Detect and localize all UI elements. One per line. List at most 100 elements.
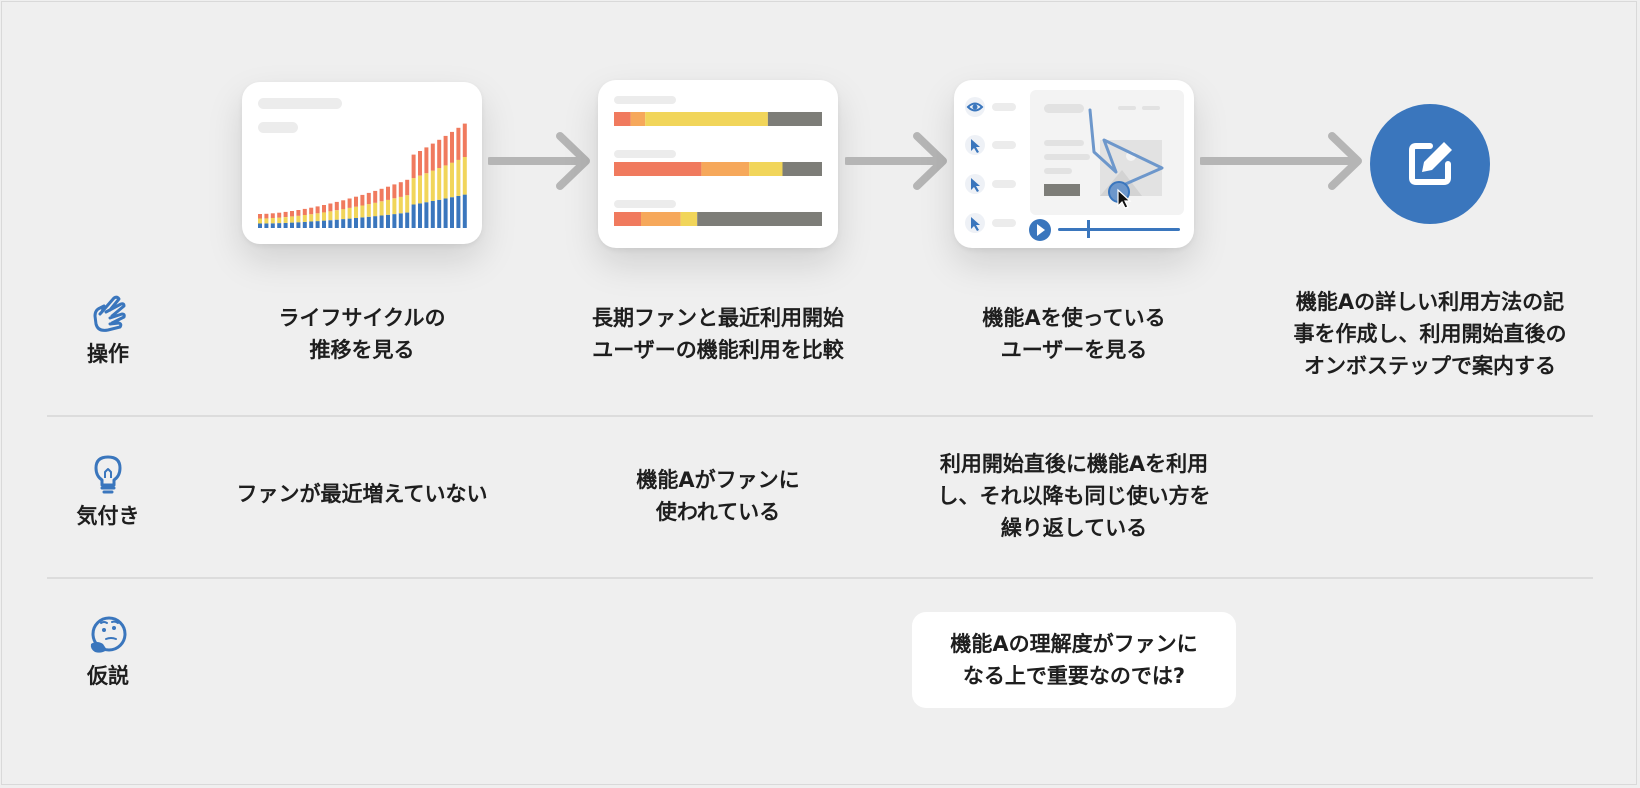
row-label-insight: 気付き <box>48 452 168 530</box>
illustration-bar <box>334 210 339 220</box>
insight-1-text: ファンが最近増えていない <box>236 482 488 506</box>
illustration-bar <box>430 170 435 201</box>
illustration-bar <box>450 162 454 198</box>
illustration-bar <box>309 214 314 222</box>
step-4-text: 機能Aの詳しい利用方法の記 事を作成し、利用開始直後の オンボステップで案内する <box>1293 290 1567 378</box>
illustration-bar <box>398 213 403 228</box>
illustration-bar <box>418 203 422 228</box>
illustration-bar <box>456 159 461 196</box>
illustration-bar <box>354 196 358 207</box>
insight-3-text: 利用開始直後に機能Aを利用 し、それ以降も同じ使い方を 繰り返している <box>937 452 1211 540</box>
illustration-bar <box>309 207 314 215</box>
illustration-segment <box>749 162 783 176</box>
lifecycle-chart-illustration <box>258 98 467 228</box>
illustration-segment <box>701 162 750 176</box>
illustration-bar <box>328 203 333 212</box>
illustration-bar <box>309 221 314 228</box>
illustration-segment <box>645 112 768 126</box>
hypothesis-text: 機能Aの理解度がファンに なる上で重要なのでは? <box>950 632 1198 688</box>
illustration-bar <box>379 201 384 216</box>
illustration-bar <box>290 222 294 228</box>
row-label-hypothesis-text: 仮説 <box>87 664 129 688</box>
illustration-bar <box>264 223 269 228</box>
illustration-bar <box>302 221 307 228</box>
illustration-bar <box>392 214 397 228</box>
illustration-bar <box>450 197 454 228</box>
divider-2 <box>47 577 1593 579</box>
illustration-bar <box>405 195 410 213</box>
illustration-bar <box>443 135 448 166</box>
illustration-bar <box>386 186 390 200</box>
illustration-bar <box>443 165 448 199</box>
hypothesis-box: 機能Aの理解度がファンに なる上で重要なのでは? <box>912 612 1236 708</box>
illustration-bar <box>418 151 422 176</box>
illustration-bar <box>322 205 326 213</box>
illustration-bar <box>392 198 397 215</box>
illustration-segment <box>680 212 698 226</box>
illustration-bar <box>334 219 339 228</box>
illustration-bar <box>283 211 288 217</box>
illustration-segment <box>641 212 681 226</box>
edit-article-circle <box>1370 104 1490 224</box>
illustration-bar <box>270 213 275 218</box>
illustration-bar <box>411 204 416 228</box>
illustration-bar <box>264 218 269 224</box>
arrow-right-icon <box>845 132 947 190</box>
illustration-bar <box>322 220 326 228</box>
illustration-bar <box>322 212 326 221</box>
illustration-bar <box>411 154 416 179</box>
illustration-bar <box>270 223 275 228</box>
illustration-bar <box>360 194 365 206</box>
illustration-bar <box>411 178 416 205</box>
edit-icon <box>1409 142 1452 185</box>
illustration-bar <box>456 195 461 228</box>
illustration-bar <box>379 215 384 228</box>
illustration-bar <box>296 222 301 228</box>
illustration-bar <box>373 216 378 228</box>
illustration-segment <box>697 212 822 226</box>
illustration-bar <box>437 139 442 168</box>
illustration-bar <box>290 216 294 223</box>
illustration-bar <box>430 201 435 228</box>
illustration-bar <box>258 218 262 224</box>
illustration-bar <box>437 168 442 200</box>
thinking-face-icon <box>90 616 127 653</box>
illustration-bar <box>328 220 333 228</box>
illustration-bar <box>386 214 390 228</box>
illustration-bar <box>270 218 275 224</box>
insight-2-text: 機能Aがファンに 使われている <box>636 468 800 524</box>
illustration-bar <box>328 211 333 221</box>
row-label-insight-text: 気付き <box>76 504 140 528</box>
illustration-bar <box>437 199 442 228</box>
illustration-bar <box>315 221 320 228</box>
illustration-bar <box>354 206 358 218</box>
illustration-bar <box>258 223 262 228</box>
step-3-text: 機能Aを使っている ユーザーを見る <box>982 306 1166 362</box>
illustration-bar <box>277 217 282 224</box>
session-replay-illustration <box>965 90 1184 241</box>
illustration-bar <box>373 190 378 203</box>
illustration-bar <box>450 131 454 163</box>
lightbulb-icon <box>94 455 122 494</box>
illustration-bar <box>424 202 429 228</box>
arrow-right-icon <box>1200 132 1362 190</box>
illustration-bar <box>405 212 410 228</box>
illustration-bar <box>283 217 288 223</box>
illustration-bar <box>386 199 390 215</box>
illustration-bar <box>283 222 288 228</box>
illustration-bar <box>373 202 378 217</box>
illustration-bar <box>296 210 301 216</box>
illustration-bar <box>315 206 320 214</box>
illustration-bar <box>398 182 403 197</box>
illustration-bar <box>296 215 301 223</box>
illustration-bar <box>360 205 365 218</box>
illustration-bar <box>341 200 346 210</box>
illustration-bar <box>302 215 307 222</box>
step-1-text: ライフサイクルの 推移を見る <box>278 306 446 362</box>
illustration-bar <box>360 217 365 228</box>
illustration-bar <box>264 213 269 219</box>
illustration-segment <box>630 112 646 126</box>
row-label-operation: 操作 <box>48 292 168 368</box>
illustration-bar <box>462 123 467 157</box>
illustration-bar <box>277 212 282 218</box>
